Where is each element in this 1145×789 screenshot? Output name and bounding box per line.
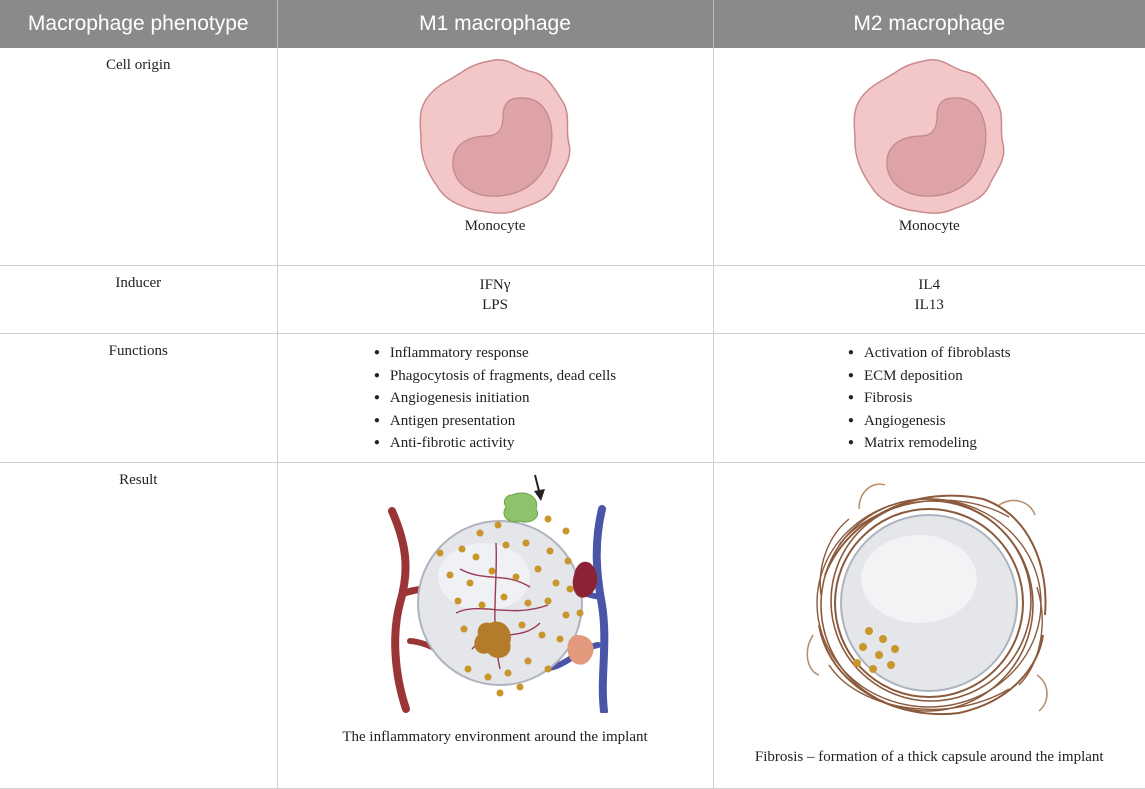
list-item: Activation of fibroblasts (848, 343, 1011, 366)
row-functions: Functions Inflammatory response Phagocyt… (0, 334, 1145, 463)
row-inducer: Inducer IFNγ LPS IL4 IL13 (0, 266, 1145, 334)
list-item: Inflammatory response (374, 343, 616, 366)
m1-result: The inflammatory environment around the … (277, 463, 713, 789)
orange-cell (567, 635, 593, 665)
m2-function-list: Activation of fibroblasts ECM deposition… (848, 343, 1011, 456)
green-cell (504, 493, 538, 522)
arrow-down-icon (534, 475, 545, 501)
label-cell-origin: Cell origin (0, 48, 277, 266)
m2-inducer-item: IL4 (714, 275, 1145, 295)
monocyte-illustration-m2 (849, 56, 1009, 218)
m2-inducer-item: IL13 (714, 295, 1145, 315)
header-m2: M2 macrophage (713, 0, 1145, 48)
m1-result-caption: The inflammatory environment around the … (278, 729, 713, 746)
vein-vessel (597, 509, 605, 711)
m1-origin-text: Monocyte (278, 218, 713, 235)
label-functions: Functions (0, 334, 277, 463)
row-cell-origin: Cell origin Monocyte Monocyte (0, 48, 1145, 266)
m2-result: Fibrosis – formation of a thick capsule … (713, 463, 1145, 789)
m1-inducer-item: IFNγ (278, 275, 713, 295)
list-item: Antigen presentation (374, 411, 616, 434)
row-result: Result (0, 463, 1145, 789)
m2-functions: Activation of fibroblasts ECM deposition… (713, 334, 1145, 463)
m1-functions: Inflammatory response Phagocytosis of fr… (277, 334, 713, 463)
m1-function-list: Inflammatory response Phagocytosis of fr… (374, 343, 616, 456)
monocyte-illustration-m1 (415, 56, 575, 218)
list-item: Fibrosis (848, 388, 1011, 411)
inflammatory-implant-illustration (380, 473, 610, 713)
header-m1: M1 macrophage (277, 0, 713, 48)
list-item: Angiogenesis (848, 411, 1011, 434)
list-item: Matrix remodeling (848, 433, 1011, 456)
m2-origin-text: Monocyte (714, 218, 1145, 235)
m1-cell-origin: Monocyte (277, 48, 713, 266)
label-inducer: Inducer (0, 266, 277, 334)
list-item: Anti-fibrotic activity (374, 433, 616, 456)
list-item: Phagocytosis of fragments, dead cells (374, 366, 616, 389)
m1-inducer-item: LPS (278, 295, 713, 315)
header-phenotype: Macrophage phenotype (0, 0, 277, 48)
list-item: ECM deposition (848, 366, 1011, 389)
artery-vessel (392, 511, 406, 709)
m1-inducer: IFNγ LPS (277, 266, 713, 334)
label-result: Result (0, 463, 277, 789)
brown-cell (474, 622, 511, 658)
list-item: Angiogenesis initiation (374, 388, 616, 411)
m2-inducer: IL4 IL13 (713, 266, 1145, 334)
fibrosis-implant-illustration (799, 475, 1059, 725)
red-cell (573, 562, 597, 598)
m2-cell-origin: Monocyte (713, 48, 1145, 266)
header-row: Macrophage phenotype M1 macrophage M2 ma… (0, 0, 1145, 48)
